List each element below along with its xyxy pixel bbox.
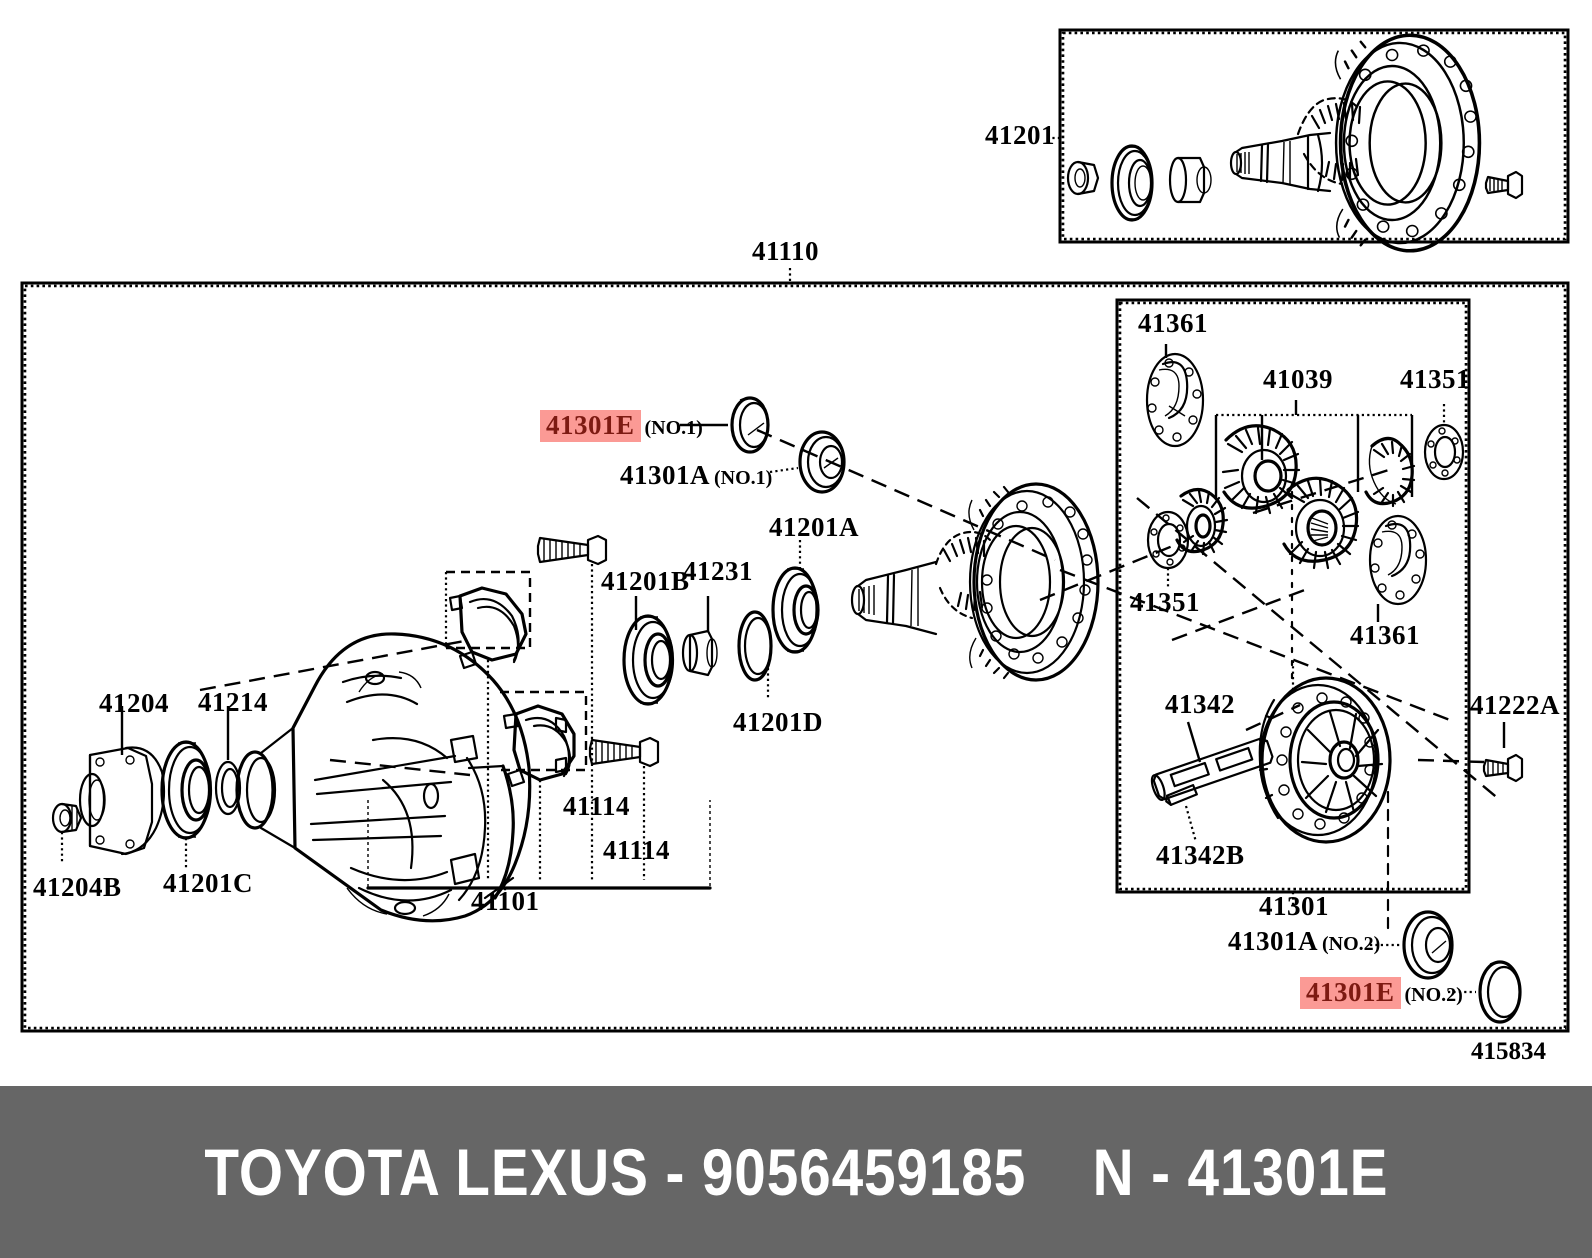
part-label-41039[interactable]: 41039 xyxy=(1263,366,1333,393)
part-number-text: 41231 xyxy=(683,556,753,586)
part-label-41204b[interactable]: 41204B xyxy=(33,874,122,901)
part-number-text: 41361 xyxy=(1350,620,1420,650)
part-label-41231[interactable]: 41231 xyxy=(683,558,753,585)
part-label-41361-right[interactable]: 41361 xyxy=(1350,622,1420,649)
part-number-text: 41114 xyxy=(563,791,631,821)
part-qualifier-text: (NO.2) xyxy=(1404,984,1463,1006)
part-number-text: 41201A xyxy=(769,512,859,542)
part-label-41301a-no2[interactable]: 41301A (NO.2) xyxy=(1228,928,1380,955)
footer-part-caption: TOYOTA LEXUS - 9056459185 N - 41301E xyxy=(203,1135,1389,1209)
part-qualifier-text: (NO.1) xyxy=(714,467,773,489)
part-label-41114-upper[interactable]: 41114 xyxy=(563,793,630,820)
footer-bar: TOYOTA LEXUS - 9056459185 N - 41301E xyxy=(0,1086,1592,1258)
part-label-41342b[interactable]: 41342B xyxy=(1156,842,1245,869)
part-number-text: 41101 xyxy=(471,886,540,916)
part-number-text: 41039 xyxy=(1263,364,1333,394)
part-label-41201c[interactable]: 41201C xyxy=(163,870,253,897)
part-number-text: 41351 xyxy=(1400,364,1470,394)
part-label-41201[interactable]: 41201 xyxy=(985,122,1055,149)
part-label-41301[interactable]: 41301 xyxy=(1259,893,1329,920)
part-qualifier-text: (NO.2) xyxy=(1322,933,1381,955)
part-label-41361-left[interactable]: 41361 xyxy=(1138,310,1208,337)
part-label-41201a[interactable]: 41201A xyxy=(769,514,859,541)
part-label-41301a-no1[interactable]: 41301A (NO.1) xyxy=(620,462,772,489)
part-label-41201b[interactable]: 41201B xyxy=(601,568,690,595)
figure-number: 415834 xyxy=(1471,1038,1546,1065)
part-number-text: 41342B xyxy=(1156,840,1245,870)
part-label-41204[interactable]: 41204 xyxy=(99,690,169,717)
part-number-text: 41204 xyxy=(99,688,169,718)
part-number-text: 41201B xyxy=(601,566,690,596)
part-number-text: 41222A xyxy=(1470,690,1560,720)
part-number-text: 41114 xyxy=(603,835,671,865)
part-number-text: 41301A xyxy=(1228,926,1318,956)
part-number-text: 41301A xyxy=(620,460,710,490)
part-label-41101[interactable]: 41101 xyxy=(471,888,540,915)
part-number-text: 41301E xyxy=(540,410,641,442)
part-number-text: 41342 xyxy=(1165,689,1235,719)
part-number-text: 41301E xyxy=(1300,977,1401,1009)
part-number-text: 41204B xyxy=(33,872,122,902)
part-label-41214[interactable]: 41214 xyxy=(198,689,268,716)
part-label-41351-left[interactable]: 41351 xyxy=(1130,589,1200,616)
part-label-41301e-no2[interactable]: 41301E (NO.2) xyxy=(1300,977,1463,1009)
part-number-text: 41201D xyxy=(733,707,823,737)
part-number-text: 41361 xyxy=(1138,308,1208,338)
part-number-text: 41201C xyxy=(163,868,253,898)
part-label-41201d[interactable]: 41201D xyxy=(733,709,823,736)
part-qualifier-text: (NO.1) xyxy=(644,417,703,439)
part-label-41222a[interactable]: 41222A xyxy=(1470,692,1560,719)
part-label-41342[interactable]: 41342 xyxy=(1165,691,1235,718)
part-number-text: 41301 xyxy=(1259,891,1329,921)
part-label-41114-lower[interactable]: 41114 xyxy=(603,837,670,864)
part-number-text: 41351 xyxy=(1130,587,1200,617)
part-number-text: 41110 xyxy=(752,236,820,266)
part-number-text: 41201 xyxy=(985,120,1055,150)
part-label-41110[interactable]: 41110 xyxy=(752,238,819,265)
part-label-41301e-no1[interactable]: 41301E (NO.1) xyxy=(540,410,703,442)
part-label-41351-right[interactable]: 41351 xyxy=(1400,366,1470,393)
part-number-text: 41214 xyxy=(198,687,268,717)
